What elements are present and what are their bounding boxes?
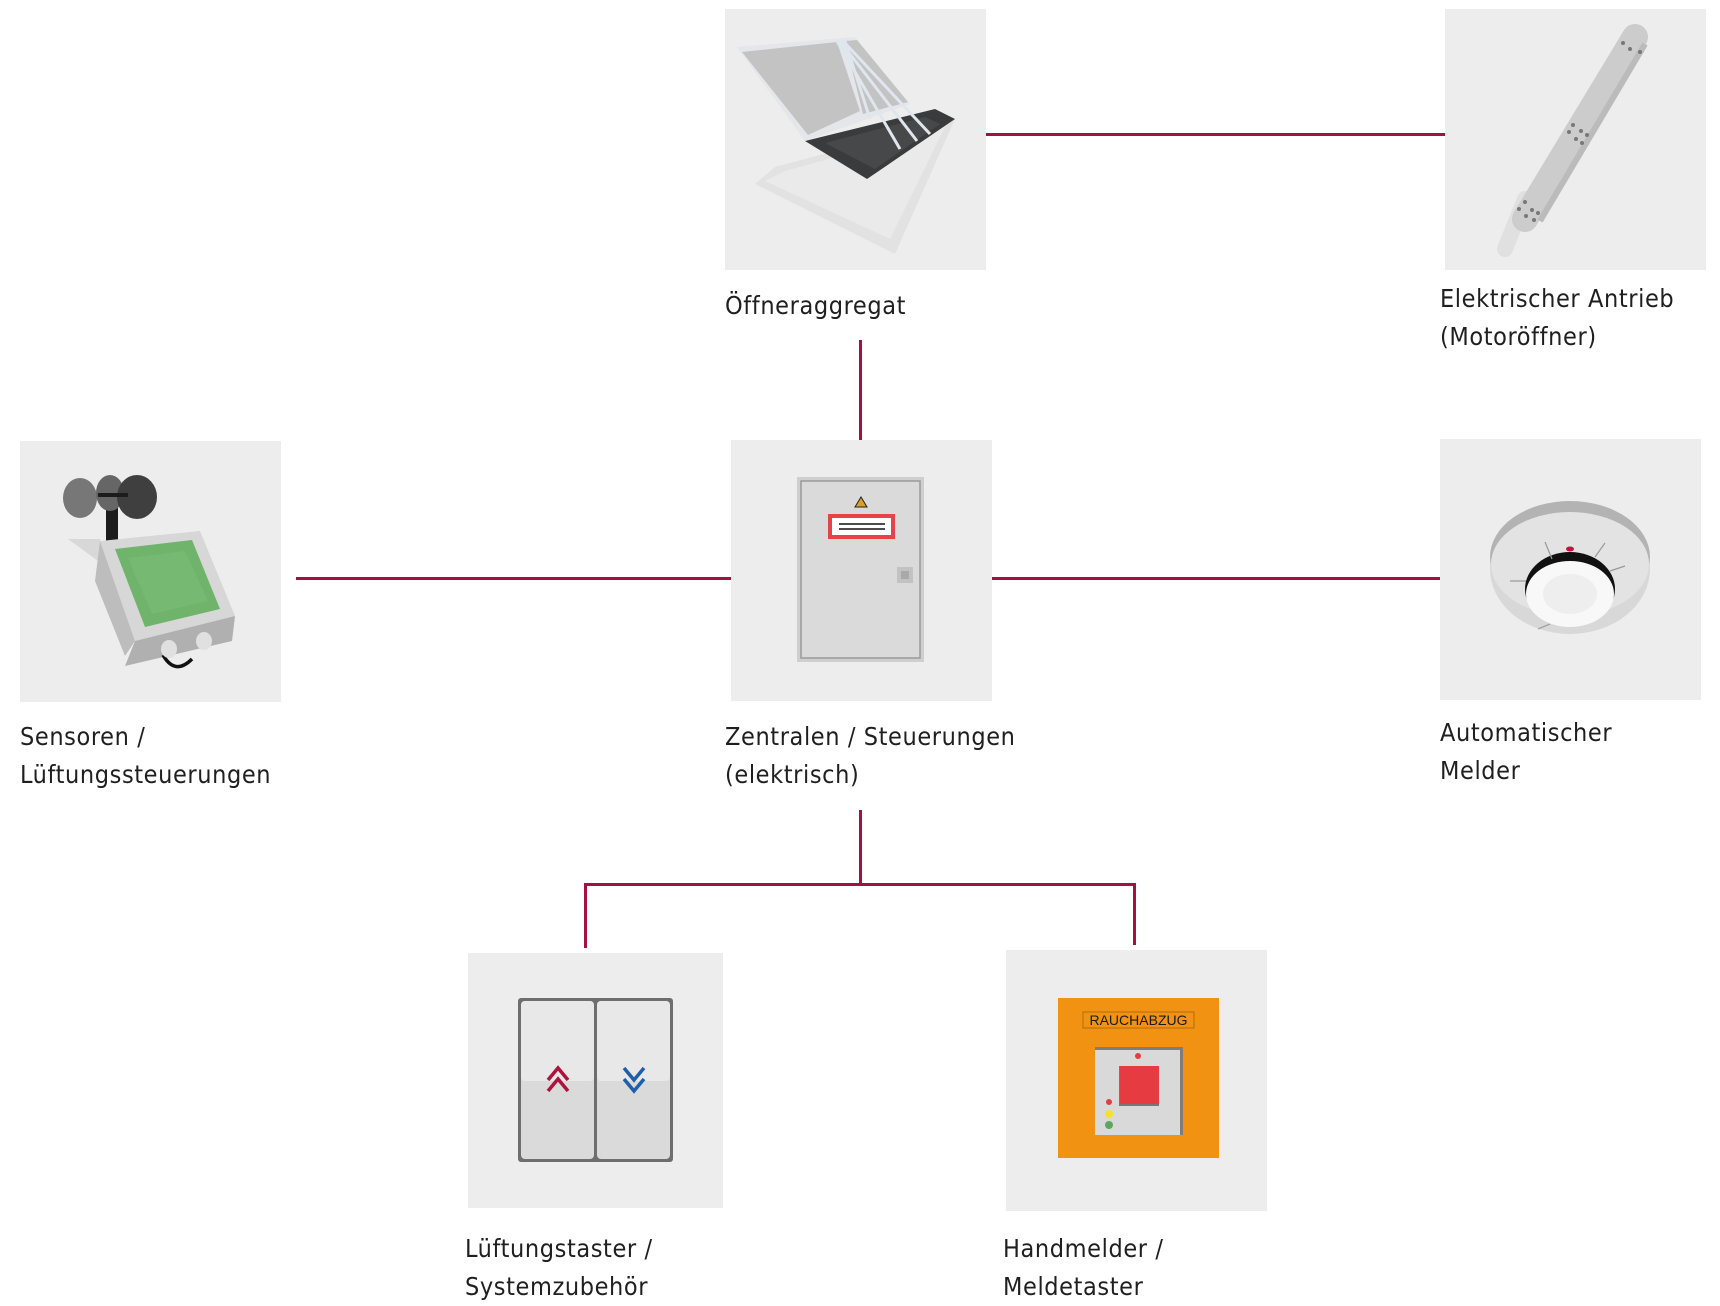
edge-oeffneraggregat-motoroeffner [986, 133, 1445, 136]
ventilation-switch-icon [518, 998, 673, 1162]
edge-zentrale-automatischer-melder [992, 577, 1440, 580]
label-zentrale: Zentralen / Steuerungen (elektrisch) [725, 722, 1016, 789]
control-cabinet-icon [797, 477, 924, 662]
node-sensoren [20, 441, 281, 702]
node-automatischer-melder [1440, 439, 1701, 700]
node-lueftungstaster [468, 953, 723, 1208]
weather-station-icon [63, 475, 235, 669]
node-oeffneraggregat [725, 9, 986, 270]
chevron-up-icon [546, 1065, 570, 1093]
edge-sensoren-zentrale [296, 577, 731, 580]
label-oeffneraggregat: Öffneraggregat [725, 291, 907, 320]
manual-call-point-icon: RAUCHABZUG [1058, 998, 1219, 1158]
edge-bus-horizontal [584, 883, 1136, 886]
edge-zentrale-down-trunk [859, 810, 862, 886]
rauchabzug-text: RAUCHABZUG [1089, 1012, 1187, 1028]
chevron-down-icon [622, 1066, 646, 1094]
node-motoroeffner [1445, 9, 1706, 270]
label-sensoren: Sensoren / Lüftungssteuerungen [20, 722, 272, 789]
label-lueftungstaster: Lüftungstaster / Systemzubehör [465, 1234, 653, 1301]
node-zentrale [731, 440, 992, 701]
smoke-detector-icon [1490, 501, 1650, 634]
label-automatischer-melder: Automatischer Melder [1440, 718, 1613, 785]
edge-bus-to-lueftungstaster [584, 883, 587, 948]
roof-hatch-icon [737, 37, 955, 254]
label-handmelder: Handmelder / Meldetaster [1003, 1234, 1164, 1301]
node-handmelder: RAUCHABZUG [1006, 950, 1267, 1211]
edge-bus-to-handmelder [1133, 883, 1136, 945]
edge-zentrale-oeffneraggregat [859, 340, 862, 440]
label-motoroeffner: Elektrischer Antrieb (Motoröffner) [1440, 284, 1675, 351]
linear-actuator-icon [1497, 24, 1648, 257]
